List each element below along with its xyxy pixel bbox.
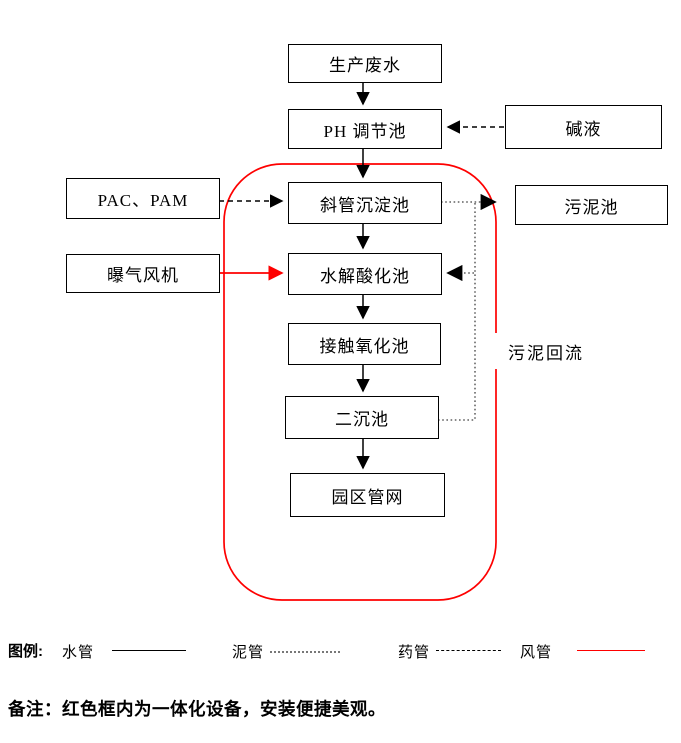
box-label: 污泥池	[564, 197, 619, 217]
box-label: 二沉池	[335, 410, 389, 429]
box-contact-oxidation-tank: 接触氧化池	[288, 323, 441, 365]
box-alkali-liquor: 碱液	[505, 105, 662, 149]
box-label: 生产废水	[329, 56, 401, 75]
legend-line-water-pipe	[112, 650, 186, 651]
box-label: 水解酸化池	[320, 266, 410, 286]
legend-label-chemical-pipe: 药管	[398, 645, 431, 661]
box-ph-adjust-tank: PH 调节池	[288, 109, 442, 149]
box-park-pipe-network: 园区管网	[290, 473, 445, 517]
box-label: 斜管沉淀池	[320, 195, 410, 215]
box-label: 碱液	[565, 119, 602, 139]
legend-label-water-pipe: 水管	[62, 645, 95, 661]
label-sludge-return: 污泥回流	[493, 333, 599, 369]
box-secondary-sedimentation-tank: 二沉池	[285, 396, 439, 439]
legend-label-air-pipe: 风管	[520, 645, 553, 661]
box-production-wastewater: 生产废水	[288, 44, 442, 83]
box-hydrolysis-acidification-tank: 水解酸化池	[288, 253, 442, 295]
box-label: 接触氧化池	[319, 336, 410, 356]
box-inclined-tube-sedimentation-tank: 斜管沉淀池	[288, 182, 442, 224]
legend: 图例: 水管 泥管 药管 风管	[0, 636, 681, 666]
box-label: PH 调节池	[323, 121, 407, 141]
box-sludge-tank: 污泥池	[515, 185, 668, 225]
box-aeration-blower: 曝气风机	[66, 254, 220, 293]
legend-line-chemical-pipe	[436, 650, 501, 651]
box-pac-pam: PAC、PAM	[66, 178, 220, 219]
legend-title: 图例:	[8, 643, 43, 660]
box-label: 曝气风机	[107, 266, 179, 285]
sludge-return-text: 污泥回流	[508, 343, 584, 363]
integrated-equipment-red-frame	[223, 163, 497, 601]
box-label: 园区管网	[331, 487, 404, 507]
note-text: 备注：红色框内为一体化设备，安装便捷美观。	[8, 699, 386, 719]
legend-line-air-pipe	[577, 650, 645, 651]
legend-line-sludge-pipe	[270, 651, 340, 653]
legend-label-sludge-pipe: 泥管	[232, 645, 265, 661]
box-label: PAC、PAM	[97, 191, 189, 210]
